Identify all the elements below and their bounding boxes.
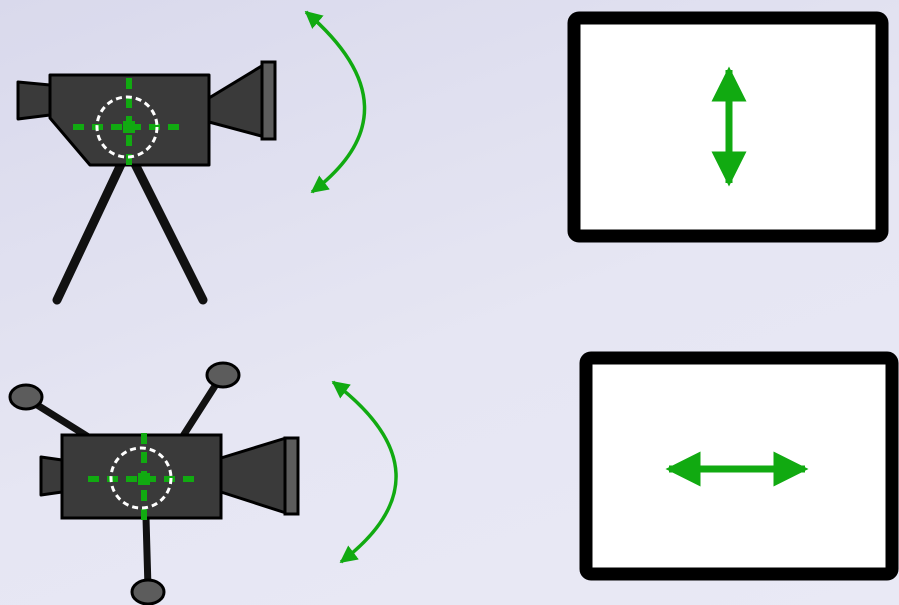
camera-lens (219, 436, 288, 515)
camera-viewfinder (16, 80, 52, 121)
curved-double-arrow-icon (331, 380, 398, 564)
camera-lens-tip (283, 436, 300, 516)
focus-circle-icon (109, 446, 173, 510)
tripod-leg-right (128, 155, 208, 305)
stand-arms (8, 361, 241, 605)
crosshair-center (138, 473, 150, 485)
stand-foot-bottom (130, 578, 166, 605)
camera-lens (207, 62, 267, 139)
stand-foot-right (205, 361, 241, 389)
frame-vertical-tilt (567, 11, 889, 243)
tripod-legs (52, 155, 208, 305)
curved-double-arrow-icon (304, 10, 367, 194)
crosshair-center (123, 121, 135, 133)
tripod-leg-left (52, 155, 128, 305)
camera-viewfinder (39, 455, 64, 497)
camera-lens-tip (260, 60, 277, 141)
stand-arm-bottom (142, 514, 152, 592)
tripod-camera (16, 60, 277, 305)
frame-horizontal-pan (579, 351, 899, 581)
stand-foot-left (8, 383, 44, 411)
focus-circle-icon (95, 95, 159, 159)
stand-camera (8, 361, 300, 605)
